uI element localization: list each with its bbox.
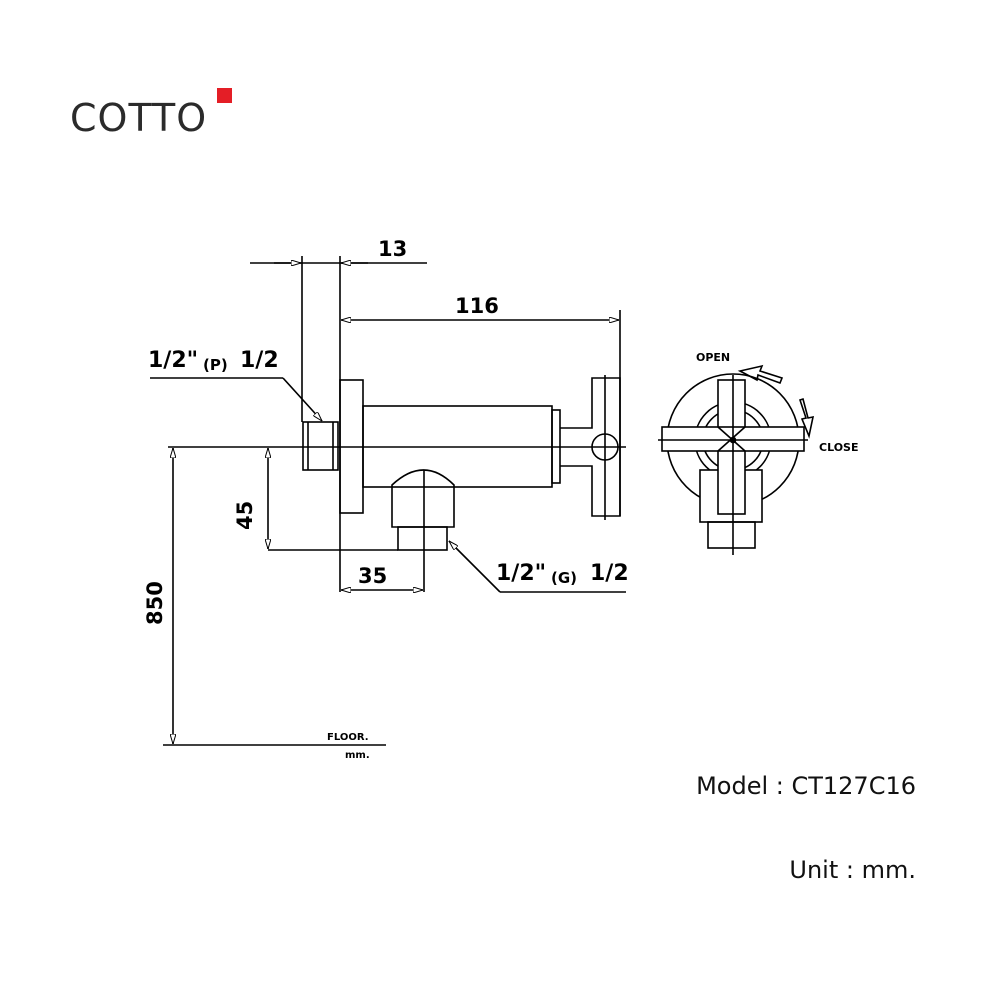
- open-arrow-icon: [737, 364, 784, 385]
- outlet-fraction-a: 1/2": [496, 561, 546, 586]
- model-number: Model : CT127C16: [696, 772, 916, 800]
- dim-35: 35: [358, 564, 387, 588]
- dim-13: 13: [378, 237, 407, 261]
- floor-unit: mm.: [345, 750, 370, 761]
- dim-116: 116: [455, 294, 499, 318]
- outlet-type: (G): [551, 569, 577, 587]
- outlet-fraction-b: 1/2: [590, 561, 629, 586]
- close-label: CLOSE: [819, 441, 858, 454]
- logo-red-square: [217, 88, 232, 103]
- unit-label: Unit : mm.: [789, 856, 916, 884]
- inlet-type: (P): [203, 356, 228, 374]
- cotto-logo: COTTO: [70, 96, 208, 140]
- front-view: [658, 364, 815, 555]
- inlet-fraction-b: 1/2: [240, 348, 279, 373]
- open-label: OPEN: [696, 351, 730, 364]
- inlet-fraction-a: 1/2": [148, 348, 198, 373]
- dimension-labels: 13 116 45 35 850 1/2" (P) 1/2 1/2" (G) 1…: [143, 237, 858, 761]
- dim-850: 850: [143, 581, 167, 625]
- side-view: [150, 256, 626, 746]
- close-arrow-icon: [798, 397, 815, 439]
- floor-label: FLOOR.: [327, 732, 369, 743]
- dim-45: 45: [233, 501, 257, 530]
